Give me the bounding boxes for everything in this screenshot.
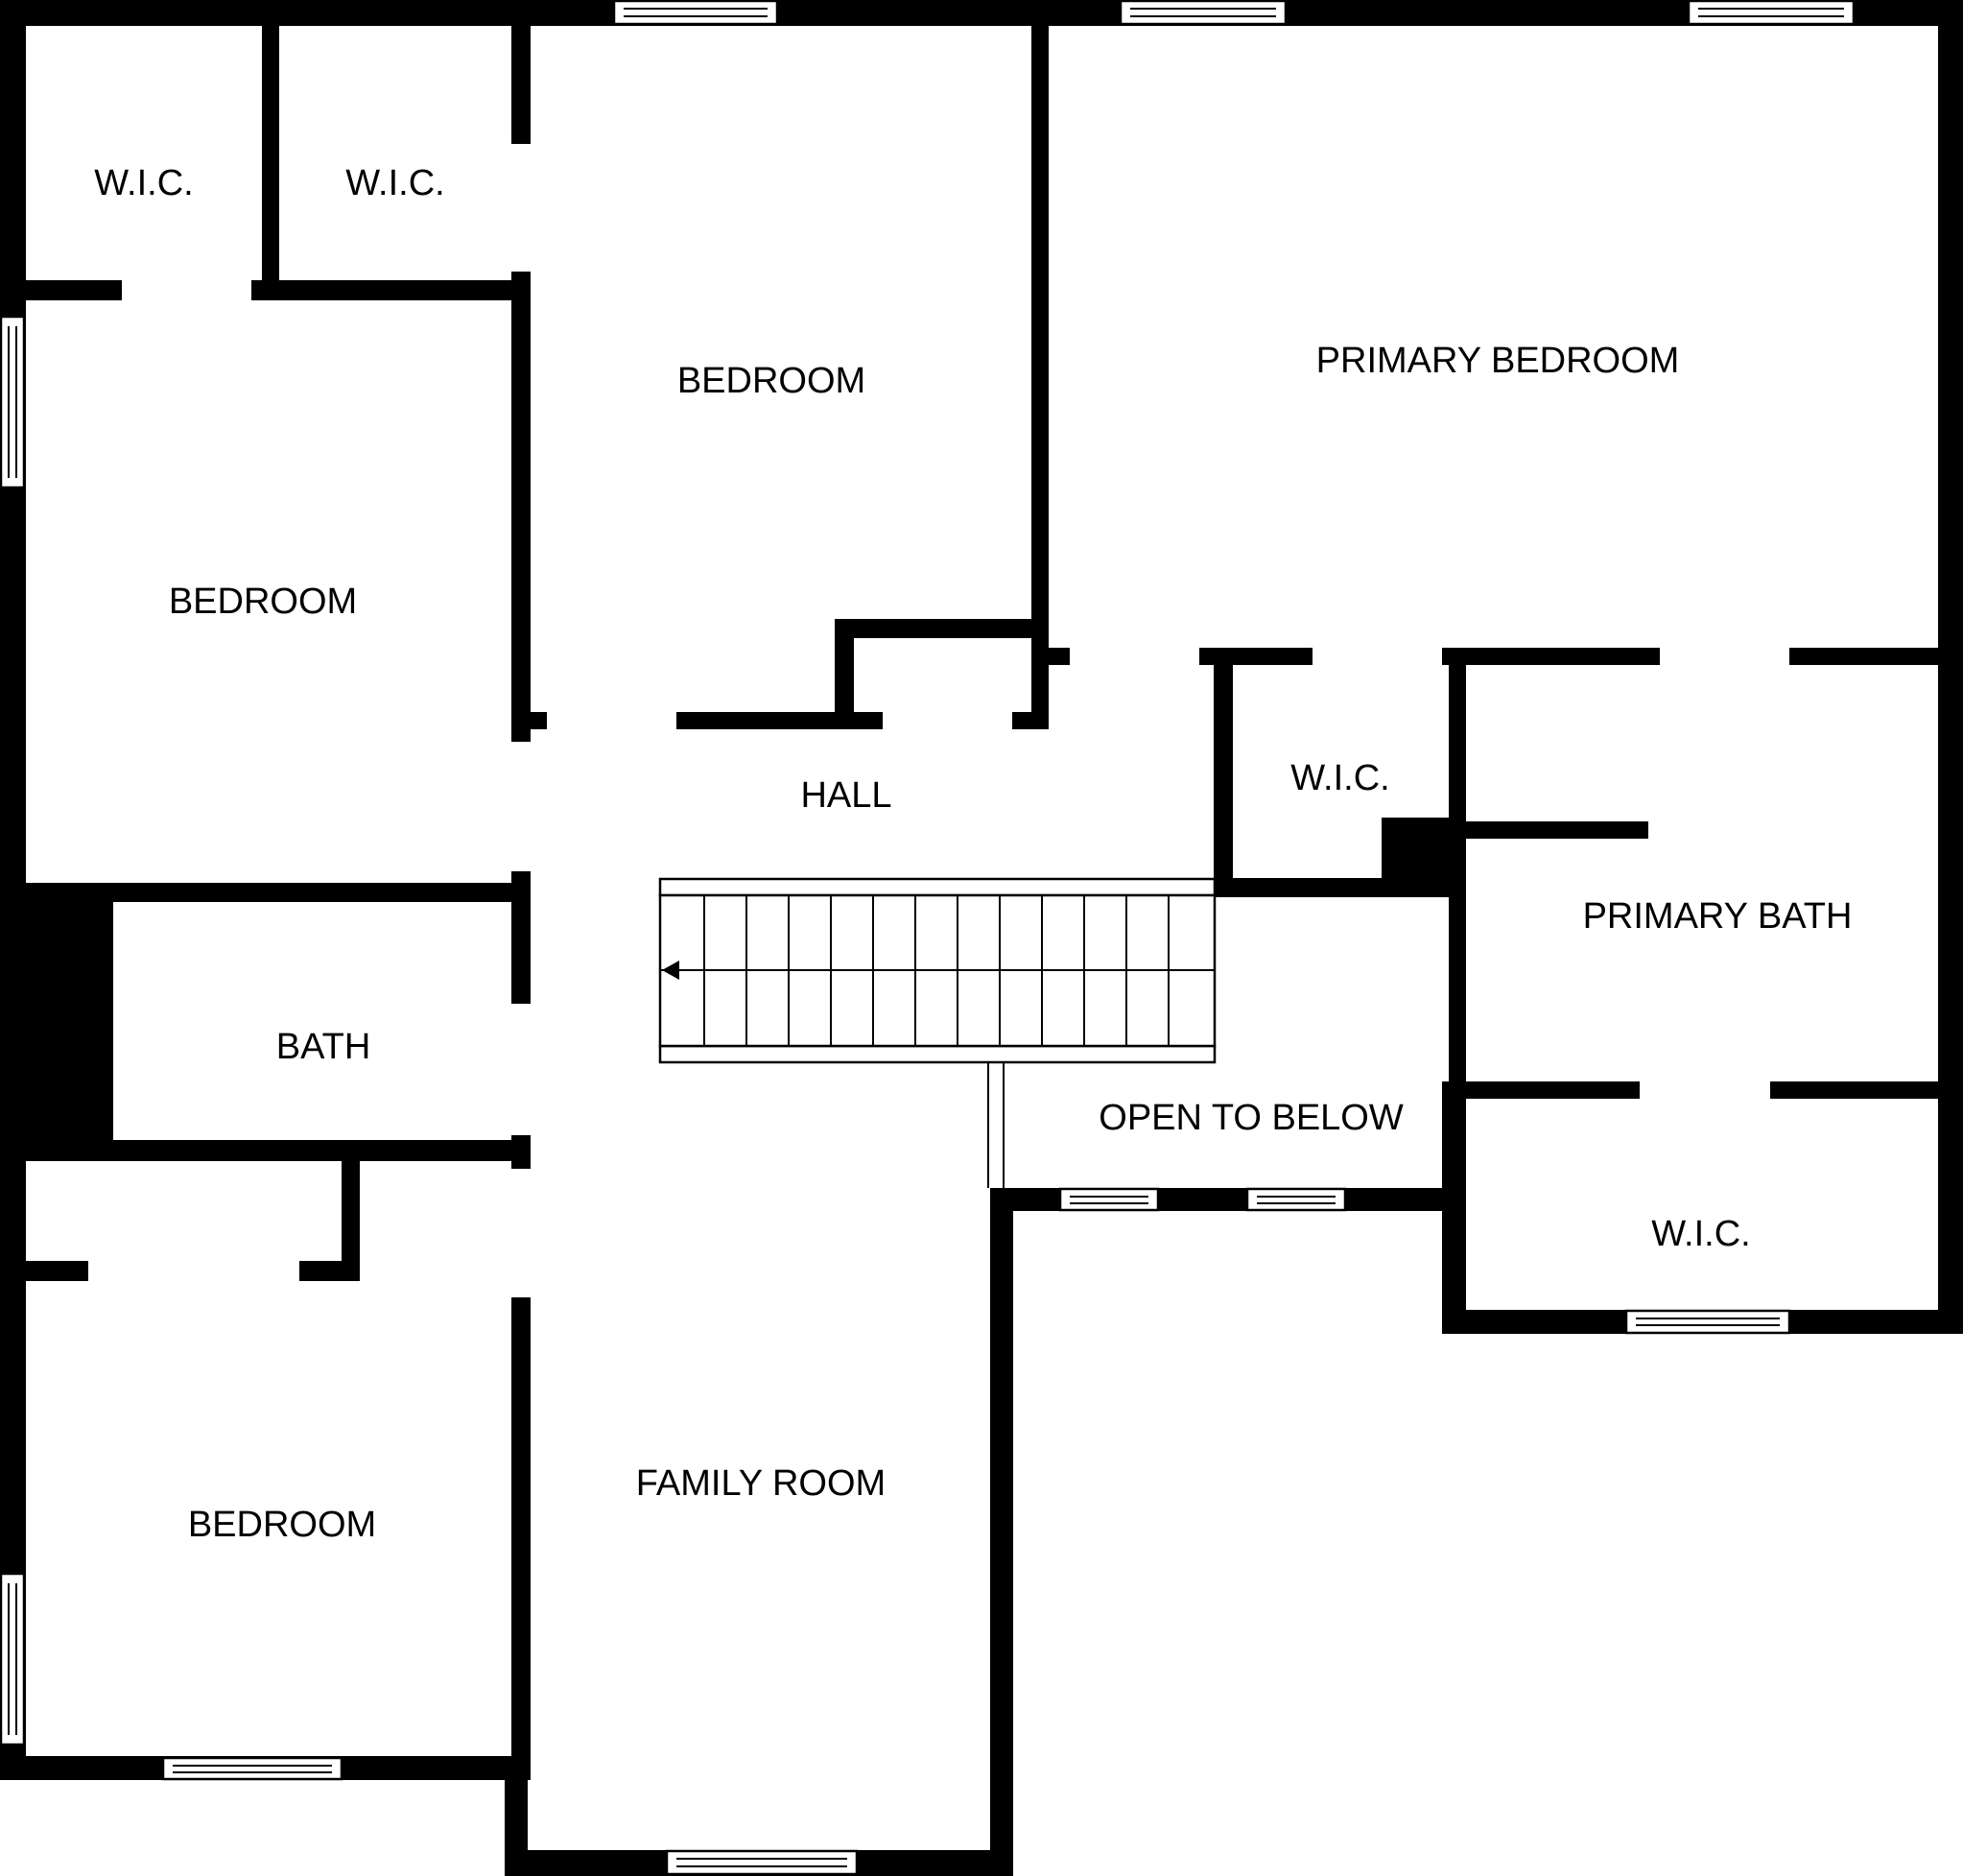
wall-closet-bl-bottom-b: [299, 1261, 360, 1281]
wall-bedroom-top-right: [1031, 0, 1049, 729]
wall-chase-left: [0, 883, 113, 1161]
window-open-below-b: [1245, 1187, 1347, 1212]
wall-closet-top: [835, 619, 1049, 638]
window-open-below-a: [1058, 1187, 1160, 1212]
wall-wic-center-left: [1214, 648, 1233, 897]
room-label-bedroom-bottom: BEDROOM: [188, 1505, 376, 1545]
room-labels: W.I.C. W.I.C. BEDROOM PRIMARY BEDROOM BE…: [94, 163, 1852, 1545]
stair-rail-bottom: [658, 1044, 1217, 1064]
window-wic-bottom-right: [1624, 1309, 1791, 1335]
wall-left-column-e: [511, 1297, 531, 1780]
room-label-primary-bath: PRIMARY BATH: [1583, 896, 1853, 937]
room-label-family-room: FAMILY ROOM: [636, 1463, 886, 1504]
window-bedroom-left: [0, 315, 26, 489]
window-family-room: [665, 1849, 859, 1876]
wall-primary-bottom-a: [1031, 648, 1070, 665]
windows: [0, 0, 1856, 1876]
stair-direction-arrow-icon: [662, 961, 679, 980]
window-bedroom-top: [612, 0, 779, 26]
wall-hall-top-b: [676, 712, 883, 729]
staircase: [658, 877, 1217, 1064]
wall-primary-bottom-d: [1789, 648, 1963, 665]
wall-wic-bottom-right: [251, 280, 528, 300]
wall-bath-bottom: [0, 1140, 531, 1161]
wall-closet-bl-bottom-a: [0, 1261, 88, 1281]
wall-left-column-b: [511, 272, 531, 742]
wall-left-column-a: [511, 0, 531, 144]
room-label-open-to-below: OPEN TO BELOW: [1099, 1098, 1404, 1138]
wall-primary-bath-stub: [1449, 821, 1648, 839]
stair-treads: [703, 895, 1170, 1046]
wall-wic-bottom-left: [0, 280, 122, 300]
room-label-bath: BATH: [276, 1027, 371, 1067]
wall-primary-bath-bottom-b: [1770, 1081, 1963, 1099]
wall-exterior-right: [1938, 0, 1963, 1334]
wall-closet-left: [835, 619, 854, 729]
room-label-wic-bottom-right: W.I.C.: [1651, 1214, 1750, 1254]
window-bedroom-bottom-side: [0, 1572, 26, 1746]
room-label-wic-top-left: W.I.C.: [94, 163, 193, 203]
wall-closet-bl-right: [342, 1140, 360, 1281]
room-label-primary-bedroom: PRIMARY BEDROOM: [1316, 341, 1680, 381]
wall-exterior-top: [0, 0, 1963, 26]
room-label-bedroom-left: BEDROOM: [169, 582, 357, 622]
wall-bath-top: [0, 883, 531, 902]
room-label-wic-center: W.I.C.: [1290, 758, 1389, 798]
wall-wic-center-right: [1449, 648, 1466, 1211]
wall-hall-top-a: [511, 712, 547, 729]
wall-primary-bottom-c: [1442, 648, 1660, 665]
wall-primary-bath-bottom-a: [1442, 1081, 1640, 1099]
room-label-bedroom-top: BEDROOM: [677, 361, 865, 401]
wall-wic-divider: [262, 0, 279, 297]
stair-rail-top: [658, 877, 1217, 897]
wall-hall-top-c: [1012, 712, 1049, 729]
open-to-below-railing: [987, 1063, 1005, 1188]
room-label-hall: HALL: [800, 775, 891, 816]
window-bedroom-bottom: [161, 1756, 343, 1781]
window-primary-bedroom-a: [1119, 0, 1288, 26]
wall-left-column-c: [511, 871, 531, 1004]
room-label-wic-top-middle: W.I.C.: [345, 163, 444, 203]
wall-family-room-right: [990, 1190, 1013, 1876]
window-primary-bedroom-b: [1687, 0, 1856, 26]
